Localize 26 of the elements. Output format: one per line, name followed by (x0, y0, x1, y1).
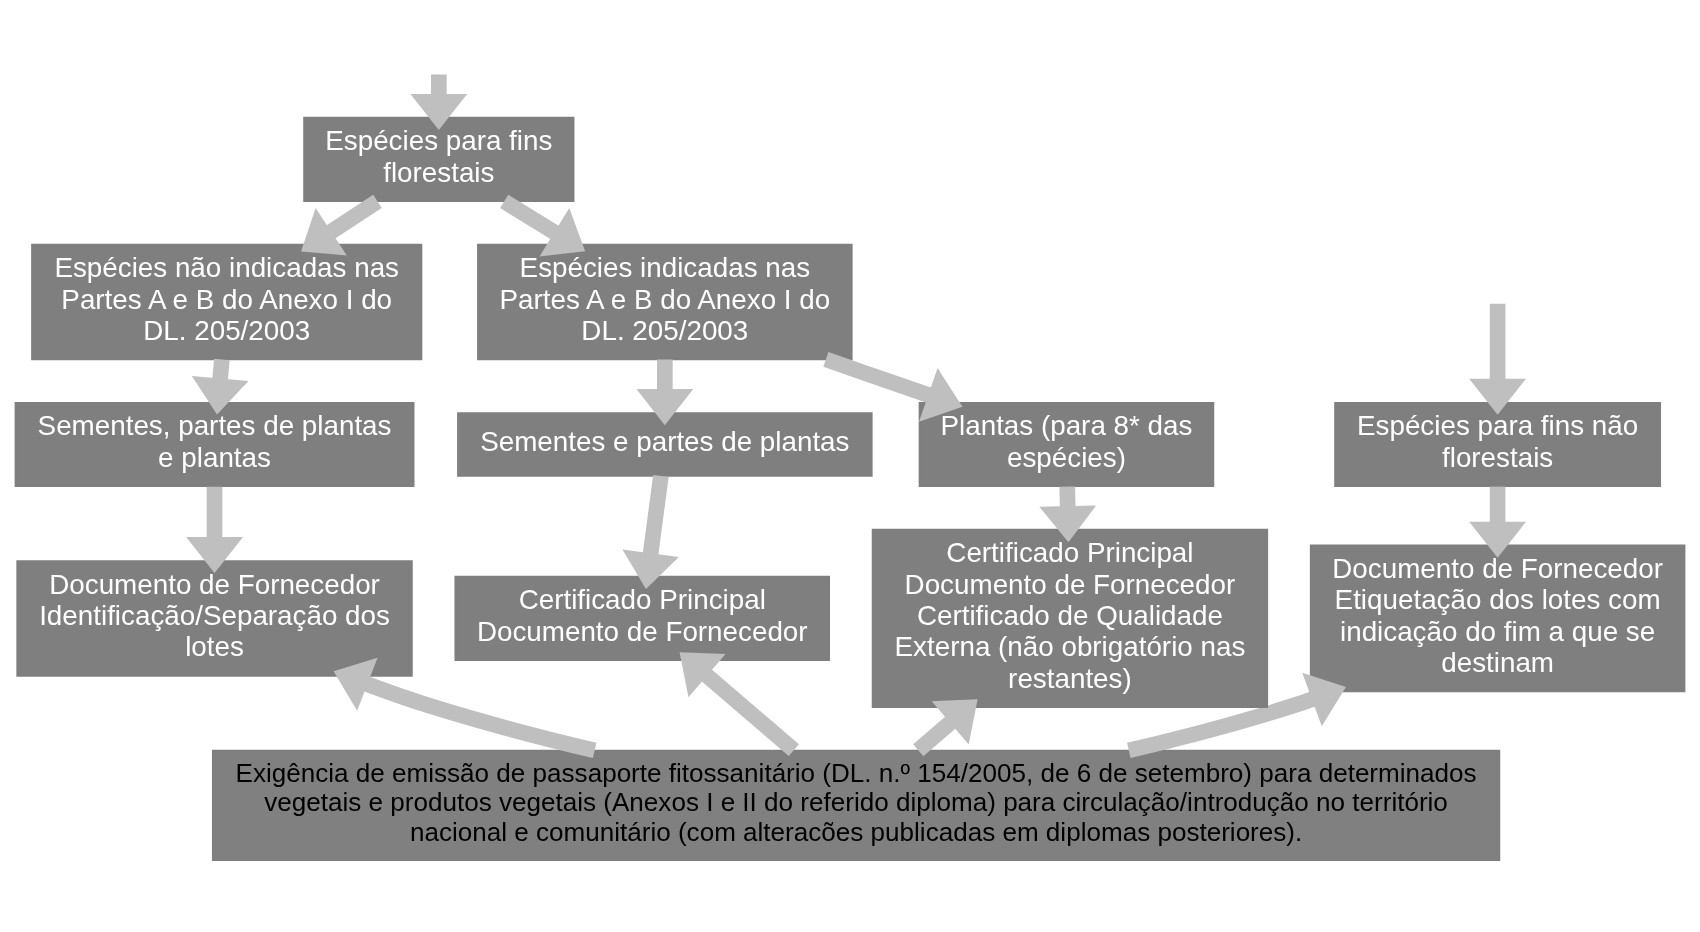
arrow (191, 358, 249, 415)
arrow (410, 73, 468, 130)
arrow (186, 486, 243, 573)
arrow (1039, 485, 1097, 542)
node-box: Plantas (para 8* das espécies) (918, 401, 1215, 487)
arrow (823, 351, 963, 422)
arrow (333, 657, 597, 758)
arrow (1469, 303, 1527, 415)
arrow (500, 194, 586, 256)
node-box: Sementes, partes de plantas e plantas (14, 401, 415, 487)
arrow (1469, 486, 1527, 558)
arrow (301, 194, 382, 255)
arrow (679, 651, 799, 756)
arrow (913, 698, 978, 756)
node-box: Certificado Principal Documento de Fornecedor Certificado de Qualidade Externa (não obrigatório nas restantes) (871, 528, 1269, 708)
node-box: Documento de Fornecedor Identificação/Separação dos lotes (16, 559, 413, 677)
node-box: Espécies para fins não florestais (1334, 401, 1662, 487)
arrow (636, 358, 694, 425)
node-box: Espécies para fins florestais (303, 116, 575, 202)
arrow (622, 474, 679, 589)
node-box: Certificado Principal Documento de Fornecedor (454, 575, 830, 661)
node-box: Espécies não indicadas nas Partes A e B do Anexo I do DL. 205/2003 (31, 243, 423, 360)
node-box: Sementes e partes de plantas (457, 411, 873, 477)
node-box: Espécies indicadas nas Partes A e B do Anexo I do DL. 205/2003 (477, 243, 853, 360)
node-box: Exigência de emissão de passaporte fitossanitário (DL. n.º 154/2005, de 6 de setembro) para determinados vegetais e produtos vegetais (Anexos I e II do referido diploma) para circulação/introdução no território nacional e comunitário (com alteracões publicadas em diplomas posteriores). (211, 749, 1501, 861)
node-box: Documento de Fornecedor Etiquetação dos lotes com indicação do fim a que se destinam (1309, 544, 1686, 692)
